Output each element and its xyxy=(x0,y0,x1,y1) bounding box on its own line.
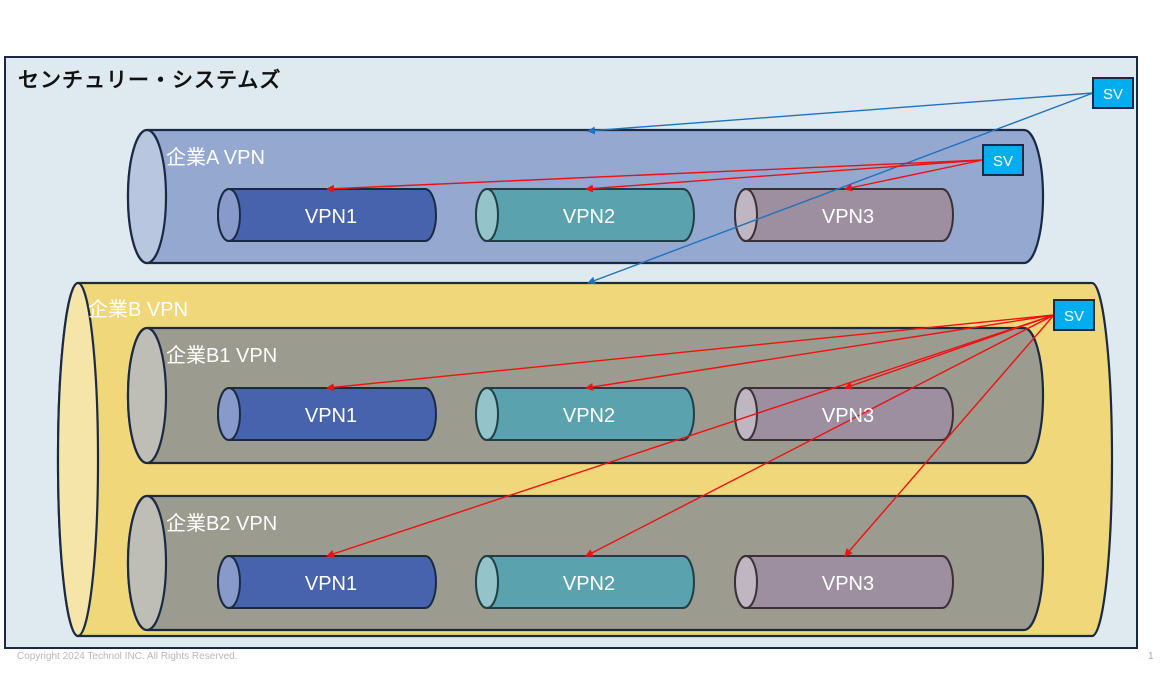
company-b1-vpn1-label: VPN1 xyxy=(305,405,357,427)
page-number: 1 xyxy=(1148,651,1154,662)
company-b1-vpn3-label: VPN3 xyxy=(822,405,874,427)
company-a-vpn1-pipe xyxy=(217,188,437,242)
arrow-a-vpn2 xyxy=(585,159,984,193)
company-a-vpn1-pipe-end-cap xyxy=(217,188,241,242)
arrow-b1-vpn1 xyxy=(326,314,1055,392)
arrow-sv-to-company-a xyxy=(587,92,1094,135)
server-top[interactable]: SV xyxy=(1092,77,1134,109)
company-b1-vpn2-pipe-end-cap xyxy=(475,387,499,441)
arrow-b2-vpn3 xyxy=(844,314,1055,557)
server-company-a[interactable]: SV xyxy=(982,144,1024,176)
arrow-a-vpn1 xyxy=(326,159,984,193)
arrow-a-vpn3 xyxy=(844,159,984,192)
server-top-label: SV xyxy=(1103,86,1123,103)
company-b-label: 企業B VPN xyxy=(88,298,188,321)
company-a-vpn3-label: VPN3 xyxy=(822,206,874,228)
company-b2-vpn1-label: VPN1 xyxy=(305,573,357,595)
company-b1-vpn1-pipe-end-cap xyxy=(217,387,241,441)
company-a-vpn3-pipe-end-cap xyxy=(734,188,758,242)
company-b2-vpn1-pipe xyxy=(217,555,437,609)
company-b1-vpn3-pipe xyxy=(734,387,954,441)
company-b2-vpn3-pipe-end-cap xyxy=(734,555,758,609)
company-a-vpn1-label: VPN1 xyxy=(305,206,357,228)
company-a-vpn2-label: VPN2 xyxy=(563,206,615,228)
company-a-label: 企業A VPN xyxy=(166,146,265,169)
company-b1-vpn1-pipe xyxy=(217,387,437,441)
arrow-b1-vpn2 xyxy=(585,314,1055,391)
page-title: センチュリー・システムズ xyxy=(18,68,282,92)
company-b2-vpn1-pipe-end-cap xyxy=(217,555,241,609)
company-a-vpn3-pipe xyxy=(734,188,954,242)
arrow-b2-vpn2 xyxy=(585,314,1055,557)
server-company-a-label: SV xyxy=(993,153,1013,170)
copyright-text: Copyright 2024 Technol INC. All Rights R… xyxy=(17,651,238,662)
arrow-sv-to-company-b xyxy=(587,92,1094,285)
company-b2-vpn2-pipe-end-cap xyxy=(475,555,499,609)
company-a-pipe-end-cap xyxy=(126,128,168,265)
server-company-b[interactable]: SV xyxy=(1053,299,1095,331)
company-b2-pipe-end-cap xyxy=(126,494,168,632)
server-company-b-label: SV xyxy=(1064,308,1084,325)
company-b2-label: 企業B2 VPN xyxy=(166,512,277,535)
company-b1-pipe-end-cap xyxy=(126,326,168,465)
company-b2-vpn3-pipe xyxy=(734,555,954,609)
arrow-b2-vpn1 xyxy=(326,314,1055,558)
company-b1-vpn2-pipe xyxy=(475,387,695,441)
company-b2-vpn2-pipe xyxy=(475,555,695,609)
company-a-vpn2-pipe xyxy=(475,188,695,242)
company-b2-vpn2-label: VPN2 xyxy=(563,573,615,595)
company-b1-label: 企業B1 VPN xyxy=(166,344,277,367)
company-b-pipe-end-cap xyxy=(56,281,100,638)
company-b2-vpn3-label: VPN3 xyxy=(822,573,874,595)
company-a-vpn2-pipe-end-cap xyxy=(475,188,499,242)
company-b1-vpn2-label: VPN2 xyxy=(563,405,615,427)
